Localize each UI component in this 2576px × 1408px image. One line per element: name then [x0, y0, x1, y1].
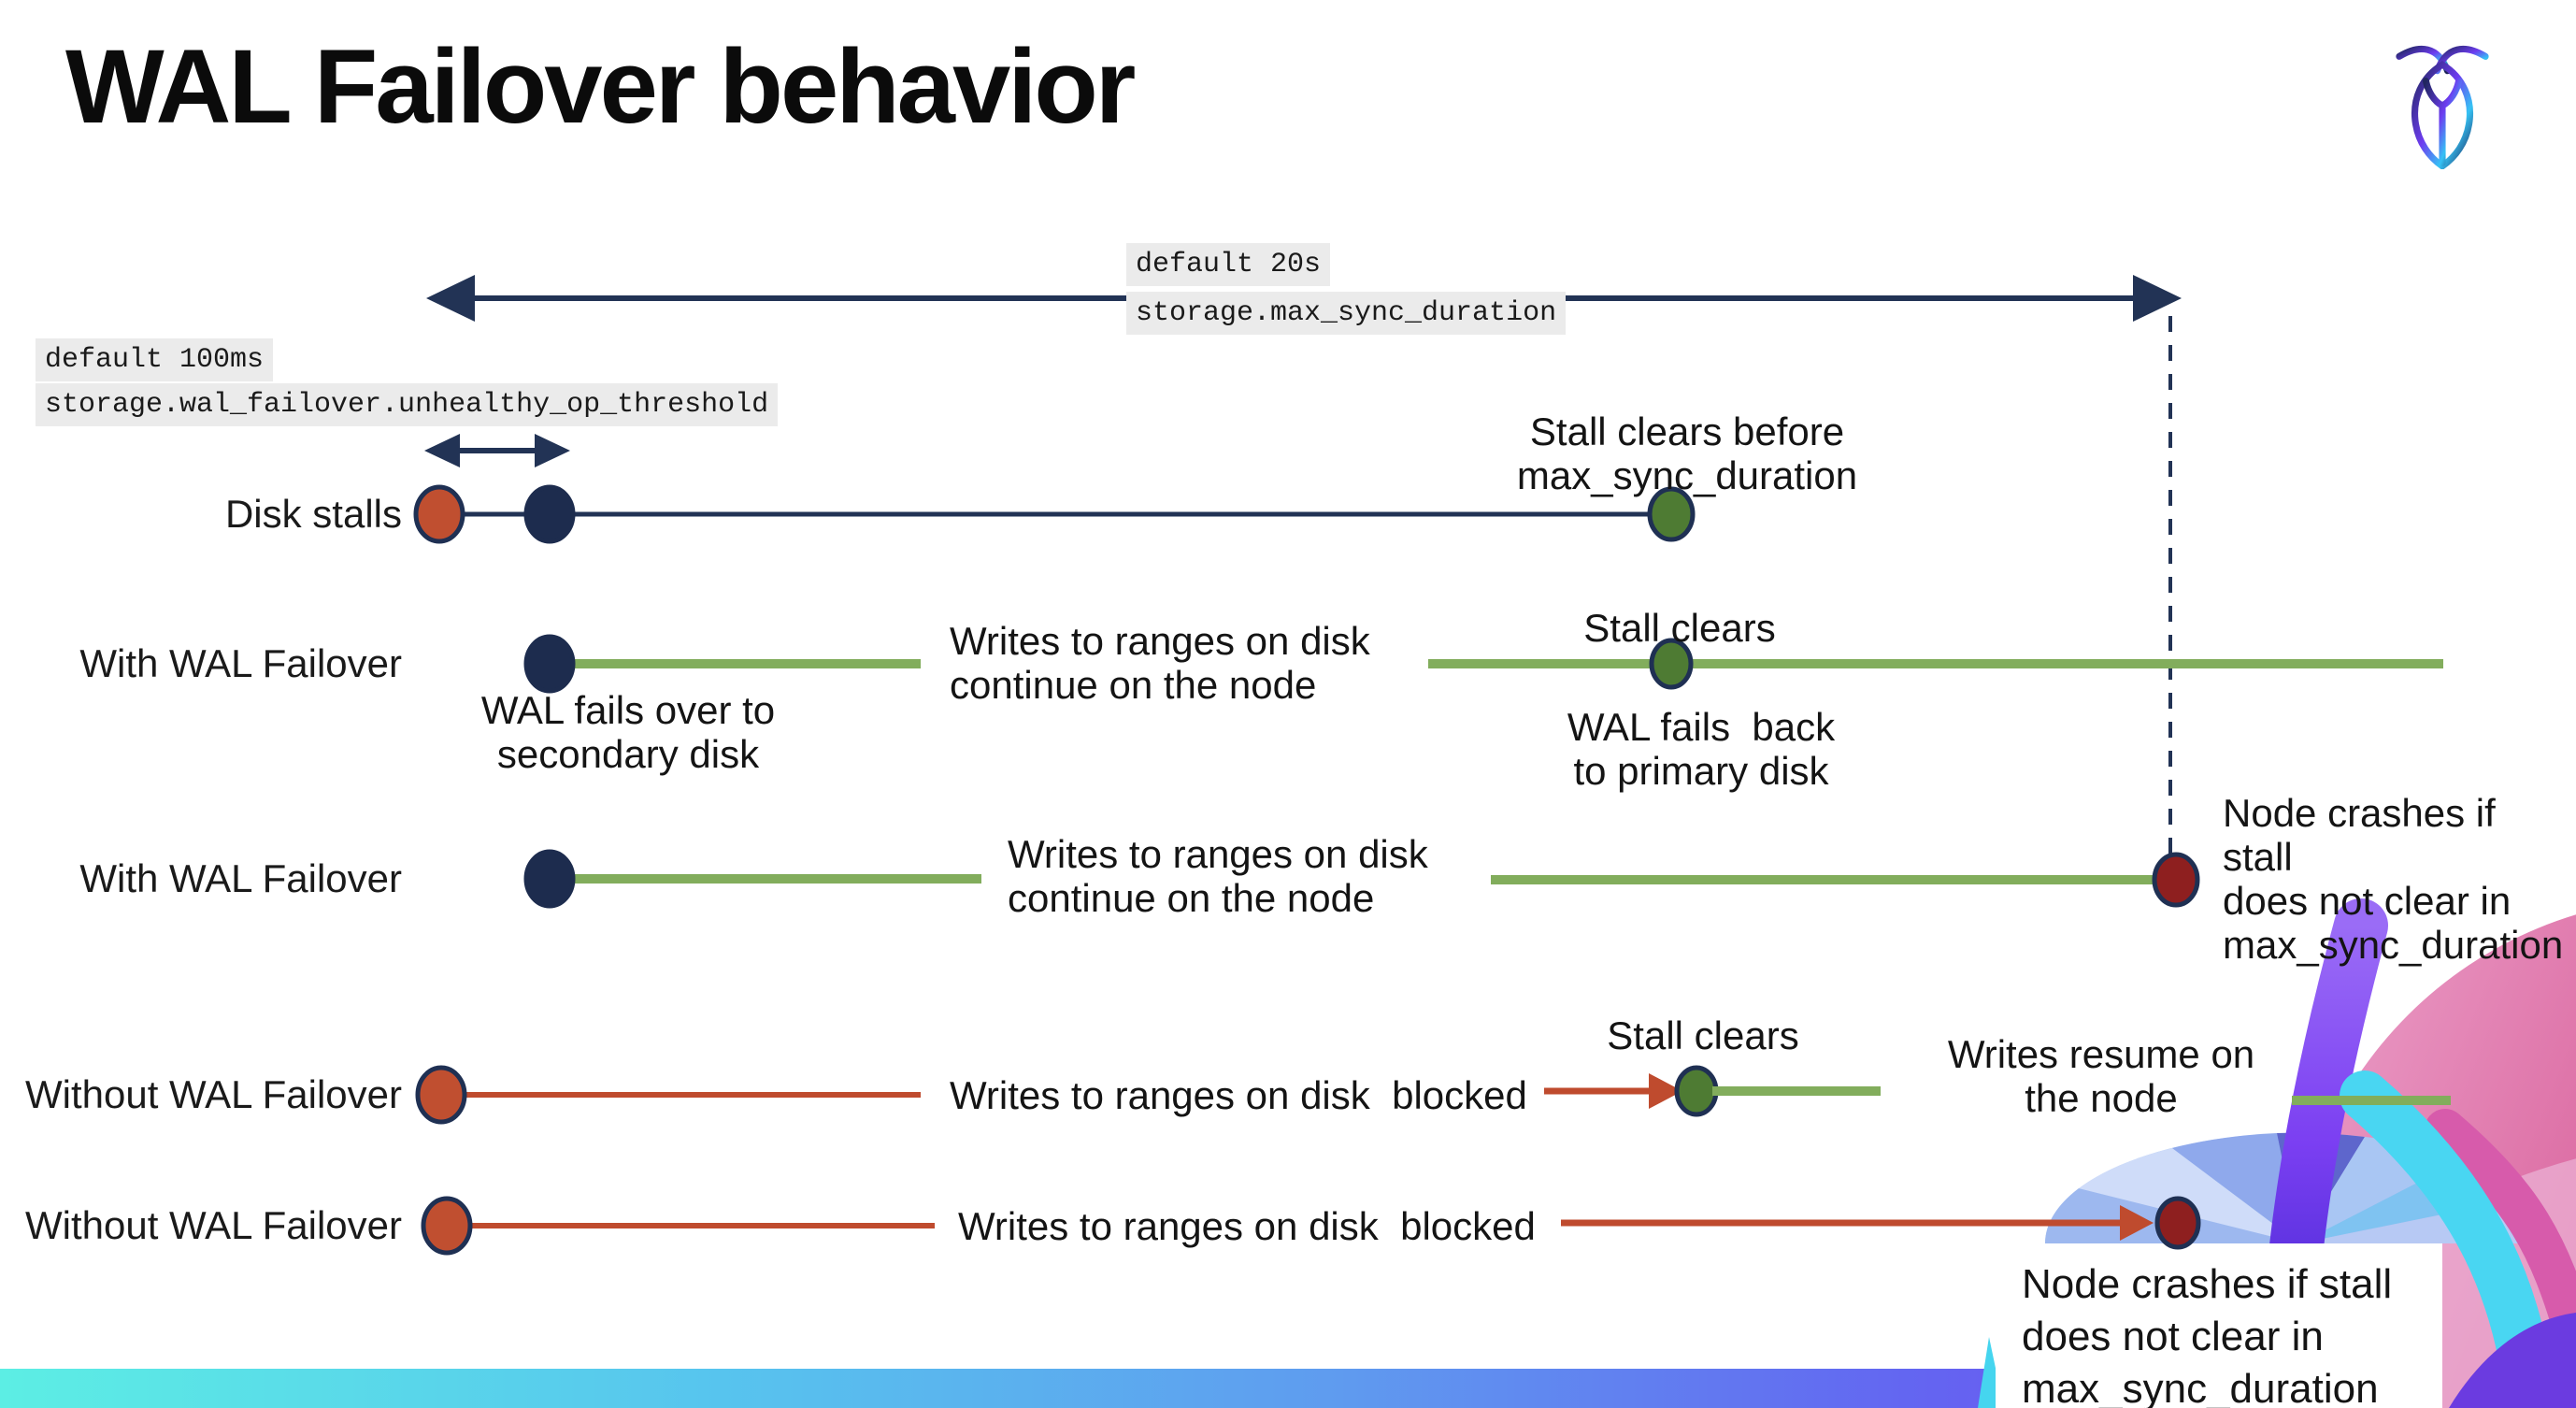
- node-crash-dot: [2154, 1196, 2201, 1250]
- note-line: does not clear in: [2223, 879, 2512, 923]
- note-writes-blocked-2: Writes to ranges on disk blocked: [958, 1204, 1536, 1248]
- note-line: Writes to ranges on disk: [1008, 832, 1428, 876]
- threshold-default-label: default 100ms: [36, 338, 274, 381]
- note-stall-clears-2: Stall clears: [1583, 606, 1776, 650]
- row-label-with-wal-1: With WAL Failover: [79, 641, 402, 685]
- magenta-leg: [2425, 1109, 2576, 1358]
- row-label-disk-stalls: Disk stalls: [224, 492, 402, 536]
- note-line: WAL fails over to: [480, 688, 776, 732]
- blocked-arrowhead: [1649, 1073, 1682, 1109]
- row-label-without-wal-2: Without WAL Failover: [25, 1203, 402, 1247]
- stall-clears-dot: [1647, 486, 1696, 542]
- note-line: continue on the node: [1008, 876, 1375, 920]
- note-line: Node crashes if stall: [2223, 791, 2496, 879]
- note-line: the node: [2025, 1076, 2178, 1120]
- note-line: continue on the node: [950, 663, 1317, 707]
- note-line: Writes to ranges on disk: [950, 619, 1370, 663]
- roach-inner-vein: [2422, 78, 2463, 166]
- note-writes-continue-1: Writes to ranges on disk continue on the…: [950, 619, 1370, 707]
- callout-line: Node crashes if stall: [2022, 1261, 2393, 1307]
- note-line: max_sync_duration: [2223, 923, 2564, 967]
- arrowhead-left: [426, 275, 475, 322]
- note-line: Stall clears before: [1529, 409, 1845, 453]
- note-node-crashes-right: Node crashes if stall does not clear in …: [2223, 791, 2576, 967]
- threshold-dot: [523, 484, 576, 544]
- blocked-arrowhead: [2120, 1205, 2154, 1241]
- note-line: max_sync_duration: [1516, 453, 1858, 497]
- note-writes-continue-2: Writes to ranges on disk continue on the…: [1008, 832, 1428, 920]
- stall-start-dot: [421, 1196, 473, 1256]
- page-title: WAL Failover behavior: [65, 28, 1136, 145]
- row-label-without-wal-1: Without WAL Failover: [25, 1072, 402, 1116]
- note-writes-blocked-1: Writes to ranges on disk blocked: [950, 1073, 1527, 1117]
- cockroachdb-roach-logo: [2396, 46, 2489, 169]
- node-crash-callout-box: Node crashes if stall does not clear in …: [1996, 1243, 2442, 1408]
- stall-start-dot: [413, 484, 465, 544]
- violet-corner: [2449, 1313, 2576, 1408]
- note-line: WAL fails back: [1567, 705, 1836, 749]
- callout-line: max_sync_duration: [2022, 1366, 2379, 1408]
- max-sync-setting-label: storage.max_sync_duration: [1126, 292, 1567, 335]
- note-stall-clears-4: Stall clears: [1607, 1013, 1799, 1057]
- failover-dot: [523, 849, 576, 909]
- max-sync-default-label: default 20s: [1126, 243, 1331, 286]
- arrowhead-right: [2133, 275, 2182, 322]
- failover-dot: [523, 634, 576, 694]
- stall-start-dot: [415, 1065, 467, 1125]
- note-wal-fails-over: WAL fails over to secondary disk: [481, 688, 775, 776]
- note-stall-clears-before: Stall clears before max_sync_duration: [1517, 409, 1857, 497]
- stall-clears-dot: [1649, 638, 1694, 690]
- callout-line: does not clear in: [2022, 1314, 2324, 1359]
- threshold-setting-label: storage.wal_failover.unhealthy_op_thresh…: [36, 383, 779, 426]
- unhealthy-op-threshold-arrow: [424, 434, 570, 467]
- node-crash-callout-text: Node crashes if stall does not clear in …: [2022, 1258, 2392, 1408]
- note-line: secondary disk: [496, 732, 760, 776]
- note-wal-fails-back: WAL fails back to primary disk: [1567, 705, 1835, 793]
- stall-clears-dot: [1674, 1065, 1719, 1117]
- row-label-with-wal-2: With WAL Failover: [79, 856, 402, 900]
- note-line: Writes resume on: [1947, 1032, 2255, 1076]
- note-line: to primary disk: [1573, 749, 1829, 793]
- node-crash-dot: [2152, 852, 2200, 908]
- note-writes-resume: Writes resume on the node: [1948, 1032, 2254, 1120]
